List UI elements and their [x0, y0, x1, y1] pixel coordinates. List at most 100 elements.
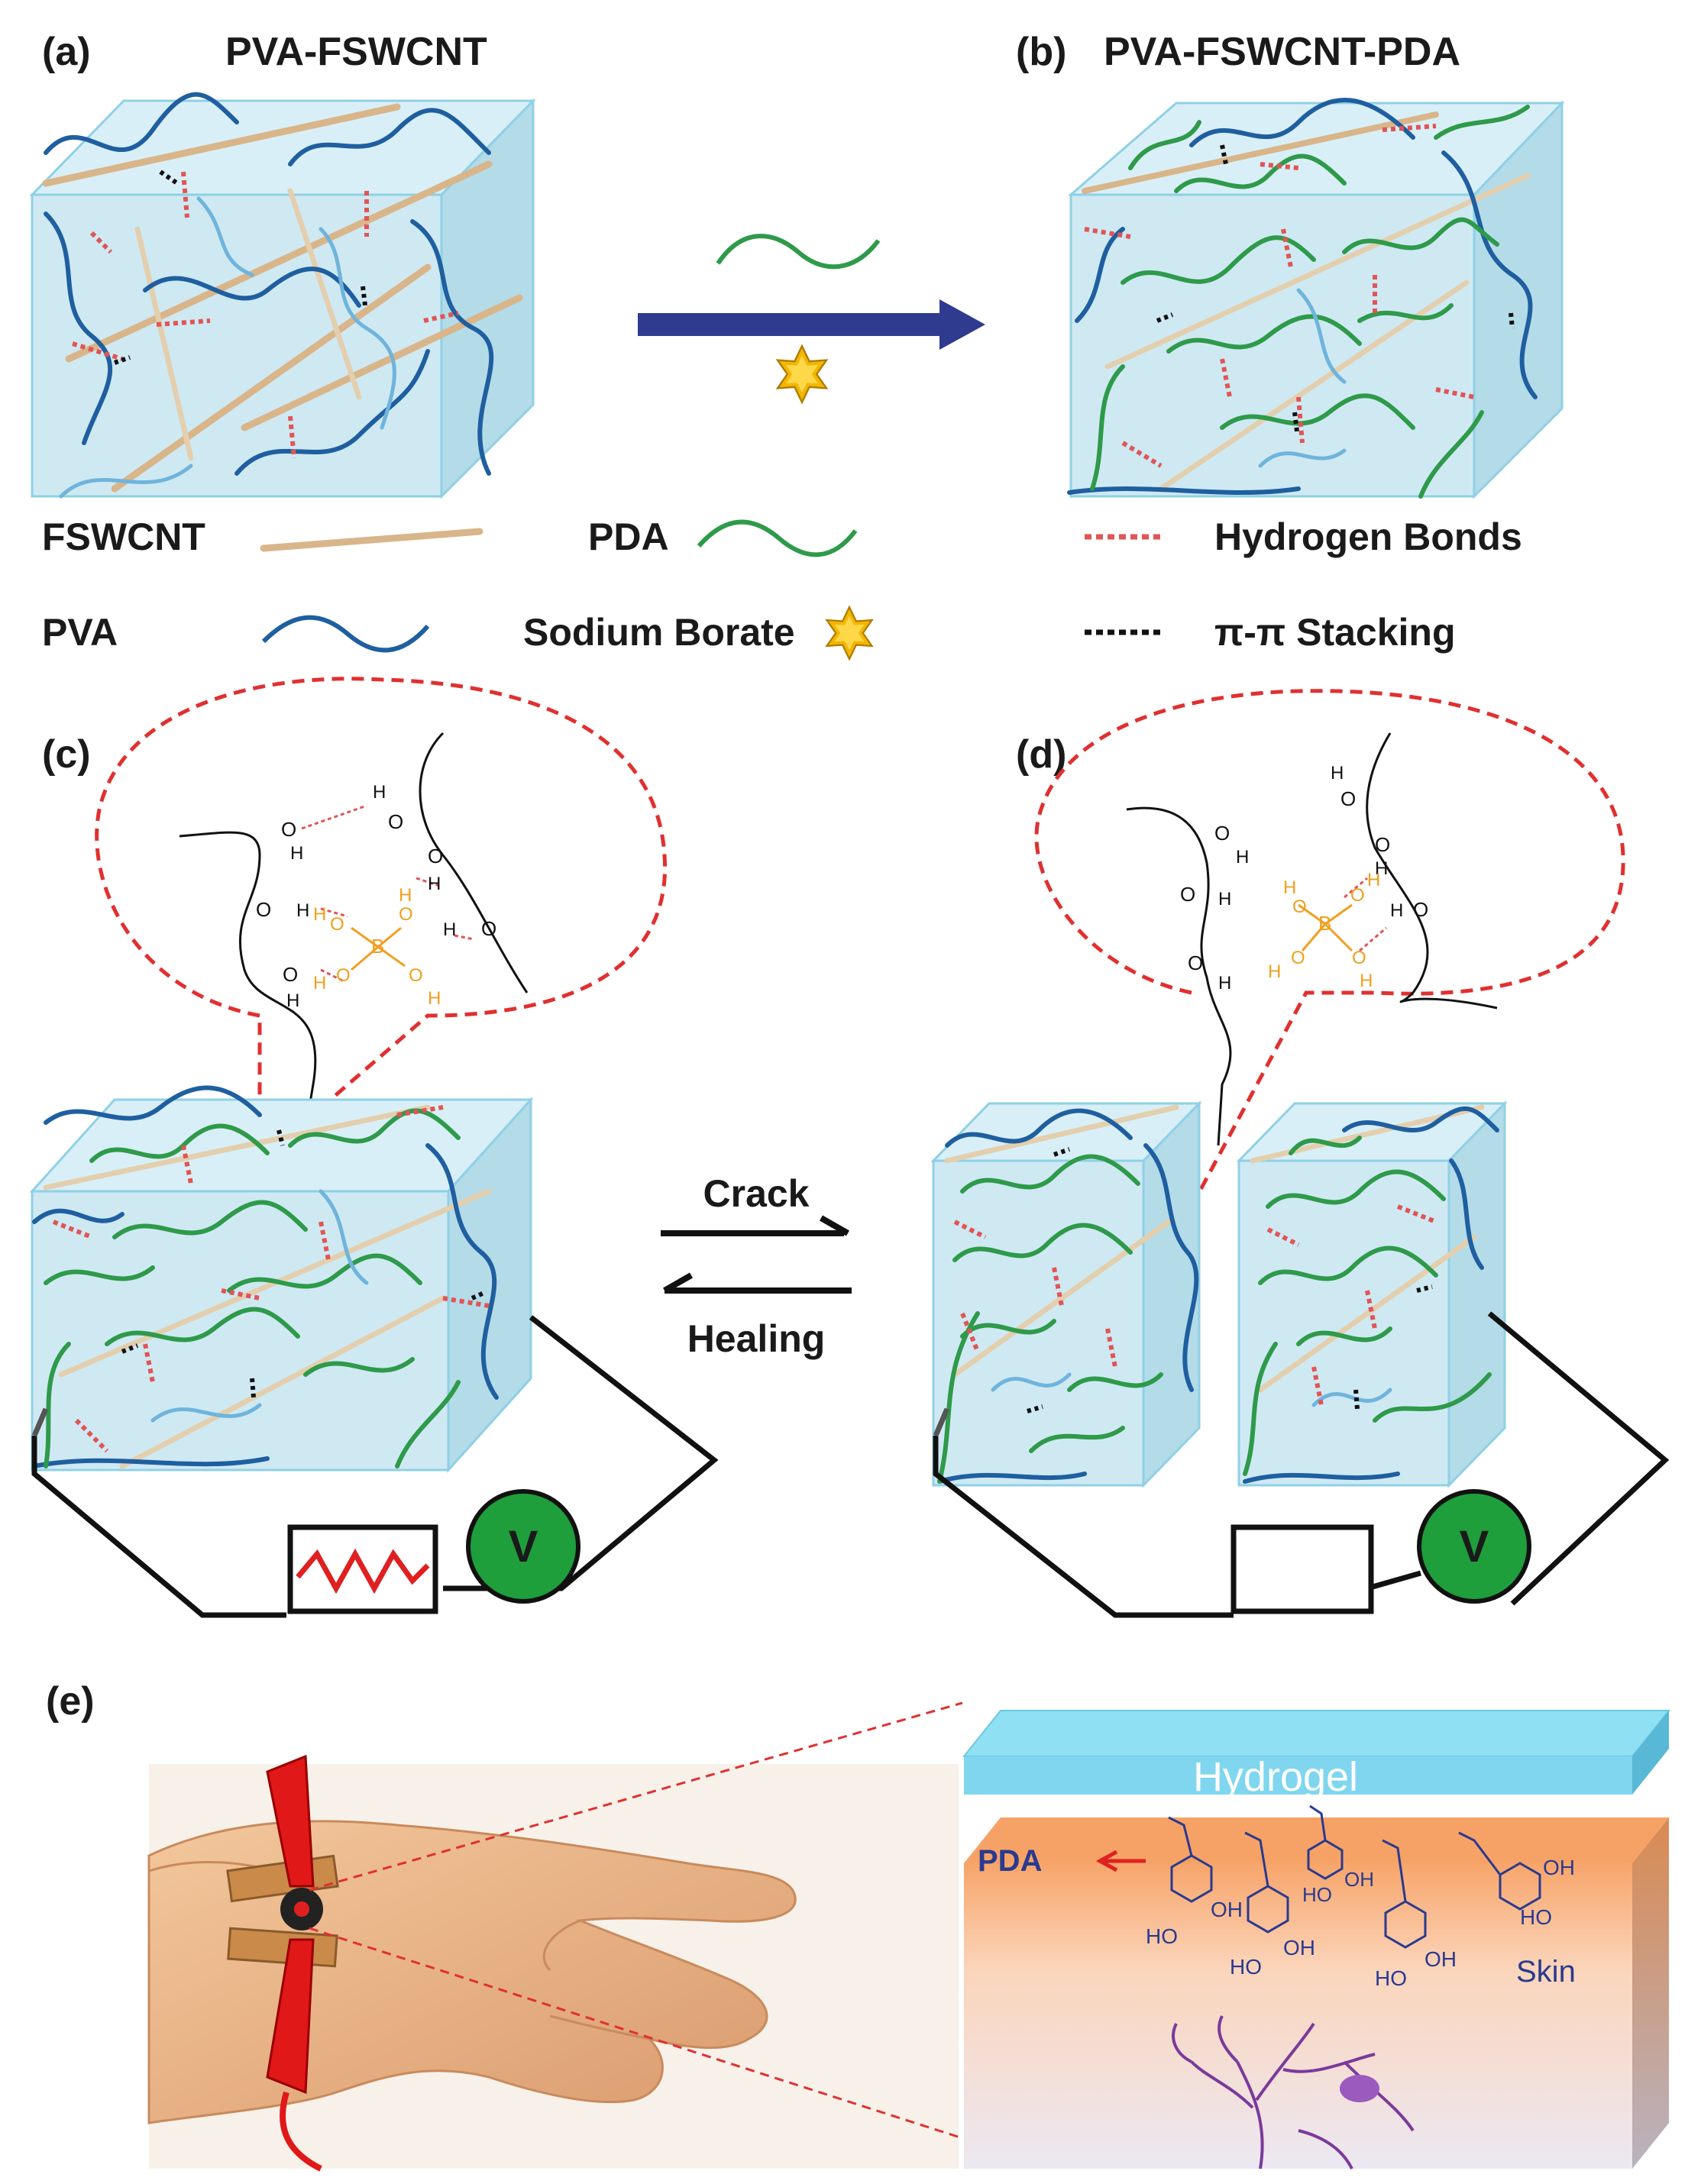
panel-b: (b) PVA-FSWCNT-PDA: [1016, 30, 1565, 499]
panel-e: (e) Hydrogel PDA: [46, 1679, 1671, 2172]
circuit-d: V: [933, 1311, 1670, 1618]
atom-h: H: [373, 782, 386, 803]
skin-layer: [964, 1863, 1632, 2169]
hydroxyl-label: OH: [1543, 1856, 1575, 1879]
cube-pva-fswcnt: [29, 92, 536, 499]
atom-h: H: [1268, 961, 1281, 982]
reaction-arrow: [638, 234, 985, 403]
legend-hbonds-label: Hydrogen Bonds: [1214, 515, 1522, 558]
panel-d: (d) O H O H O H H O: [930, 689, 1670, 1618]
atom-h: H: [1218, 973, 1231, 993]
skin-label: Skin: [1516, 1955, 1576, 1989]
atom-o: O: [1291, 948, 1305, 968]
atom-b: B: [371, 935, 384, 958]
atom-h: H: [399, 885, 412, 906]
atom-h: H: [290, 843, 303, 864]
atom-o: O: [1292, 897, 1307, 917]
hydroxyl-label: HO: [1520, 1905, 1552, 1929]
atom-h: H: [296, 900, 309, 921]
atom-h: H: [1236, 847, 1249, 867]
alligator-clip-top-icon: [266, 1754, 315, 1888]
panel-d-label: (d): [1016, 732, 1066, 777]
crack-label: Crack: [703, 1172, 810, 1215]
atom-h: H: [1331, 763, 1344, 783]
cell-body-icon: [1340, 2075, 1379, 2102]
panel-b-label: (b): [1016, 30, 1066, 74]
atom-o: O: [388, 810, 403, 833]
atom-b: B: [1318, 912, 1331, 935]
atom-o: O: [1188, 951, 1203, 974]
panel-a-label: (a): [42, 30, 91, 74]
hydroxyl-label: OH: [1211, 1898, 1243, 1921]
cube-pva-fswcnt-pda: [1067, 98, 1565, 499]
panel-e-label: (e): [46, 1679, 95, 1724]
legend: FSWCNT PDA Hydrogen Bonds PVA Sodium Bor…: [42, 515, 1522, 661]
atom-o: O: [409, 965, 423, 986]
atom-o: O: [1352, 948, 1366, 968]
atom-o: O: [281, 818, 296, 841]
atom-h: H: [1218, 889, 1231, 909]
cube-cracked-left: [930, 1100, 1202, 1488]
resistor-wave-icon: [296, 1548, 430, 1594]
legend-pda-label: PDA: [588, 515, 669, 558]
atom-o: O: [1413, 898, 1428, 921]
atom-o: O: [330, 914, 344, 935]
chem-labels-d: O H O H O H H O O H H O H O O H B O H O …: [1180, 763, 1428, 993]
hydroxyl-label: OH: [1283, 1936, 1315, 1959]
legend-fswcnt-swatch: [260, 528, 483, 552]
atom-o: O: [399, 904, 413, 925]
atom-h: H: [1367, 870, 1380, 890]
atom-h: H: [286, 990, 299, 1011]
atom-h: H: [313, 904, 326, 925]
callout-bubble-c: [95, 677, 668, 1165]
legend-pda-swatch: [697, 519, 858, 557]
open-resistor-icon: [1230, 1524, 1374, 1614]
legend-pva-swatch: [261, 615, 430, 653]
panel-c: (c) O H H O O: [29, 677, 719, 1618]
atom-h: H: [1360, 971, 1373, 991]
legend-pva-label: PVA: [42, 611, 118, 654]
atom-o: O: [336, 965, 351, 986]
voltmeter-icon: [466, 1489, 580, 1604]
wire-icon: [280, 2091, 322, 2172]
alligator-clip-bottom-icon: [266, 1938, 315, 2095]
hydrogel-label: Hydrogel: [1193, 1754, 1358, 1800]
voltmeter-label: V: [1460, 1522, 1489, 1572]
atom-o: O: [256, 898, 271, 921]
circuit-c: V: [31, 1315, 719, 1618]
chem-structure-c: [179, 732, 529, 1131]
nerve-cell-icon: [1172, 2015, 1415, 2169]
atom-h: H: [443, 919, 456, 940]
panel-b-title: PVA-FSWCNT-PDA: [1104, 30, 1460, 74]
pda-chain-icon: [716, 234, 881, 270]
atom-o: O: [428, 845, 443, 867]
callout-bubble-d: [1034, 689, 1625, 1208]
chem-structure-d: [1126, 732, 1498, 1146]
atom-h: H: [428, 988, 441, 1009]
atom-o: O: [1340, 787, 1356, 810]
hand-photo: [147, 1754, 959, 2172]
atom-o: O: [1214, 822, 1230, 845]
legend-borate-label: Sodium Borate: [523, 611, 795, 654]
catechol-labels: HO OH HO OH HO OH HO OH OH HO: [1146, 1856, 1575, 1990]
voltmeter-icon: [1417, 1489, 1531, 1604]
panel-c-label: (c): [42, 732, 91, 777]
hydroxyl-label: HO: [1375, 1966, 1407, 1990]
atom-o: O: [283, 963, 298, 986]
hydroxyl-label: OH: [1425, 1947, 1457, 1971]
cube-cracked-right: [1236, 1100, 1508, 1488]
legend-stacking-label: π-π Stacking: [1214, 611, 1456, 654]
hydroxyl-label: HO: [1230, 1955, 1262, 1979]
hydrogel-layer: [964, 1756, 1632, 1795]
arrow-right-icon: [638, 299, 985, 350]
copper-tape: [227, 1927, 338, 1968]
cube-healed: [29, 1085, 534, 1473]
hydroxyl-label: HO: [1302, 1883, 1332, 1906]
panel-a: (a) PVA-FSWCNT: [29, 30, 536, 499]
sodium-borate-icon: [776, 345, 828, 403]
atom-h: H: [1283, 877, 1296, 898]
chem-labels-c: O H H O O H O H H O O H H O O H B O H O …: [256, 782, 496, 1011]
hydroxyl-label: HO: [1146, 1924, 1178, 1948]
